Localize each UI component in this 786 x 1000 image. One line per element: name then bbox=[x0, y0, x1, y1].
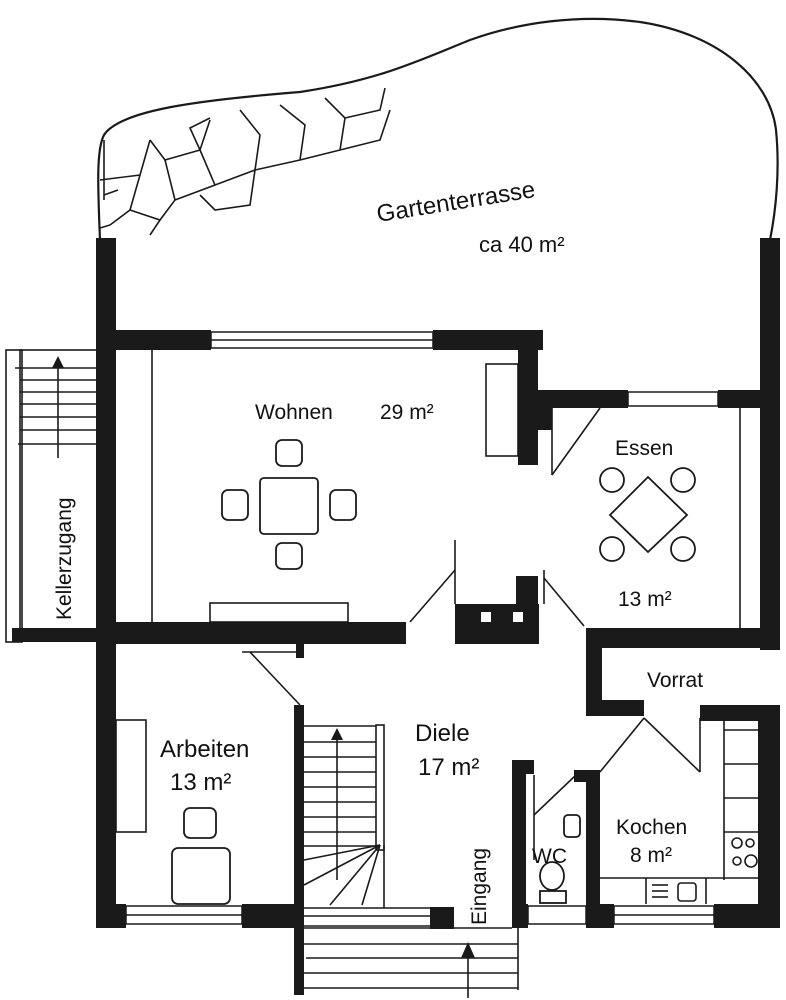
chair bbox=[329, 489, 357, 521]
shelf bbox=[115, 719, 147, 833]
living-room-area: 29 m² bbox=[380, 401, 434, 424]
sink bbox=[563, 814, 581, 838]
stove-burner bbox=[745, 838, 755, 848]
entrance-label: Eingang bbox=[468, 848, 491, 925]
door-swing bbox=[643, 717, 701, 773]
stair-arrow-icon bbox=[331, 728, 343, 740]
cellar-access-label: Kellerzugang bbox=[53, 497, 76, 620]
hall-area: 17 m² bbox=[418, 754, 479, 781]
study-furniture bbox=[115, 644, 304, 905]
stove-burner bbox=[731, 837, 743, 849]
stove-burner bbox=[744, 854, 758, 868]
main-stairs bbox=[303, 724, 450, 927]
garden-terrace-area: ca 40 m² bbox=[479, 232, 565, 257]
living-room-label: Wohnen bbox=[255, 401, 333, 424]
cellar-stairs bbox=[5, 349, 102, 643]
dining-room-label: Essen bbox=[615, 437, 673, 460]
chair bbox=[275, 439, 303, 467]
hall-label: Diele bbox=[415, 720, 470, 747]
garden-terrace bbox=[97, 17, 779, 241]
study-area: 13 m² bbox=[170, 769, 231, 796]
desk bbox=[171, 847, 231, 905]
living-furniture bbox=[151, 350, 585, 627]
door-swing bbox=[533, 774, 577, 816]
study-label: Arbeiten bbox=[160, 736, 249, 763]
door-swing bbox=[249, 651, 301, 706]
cabinet bbox=[485, 363, 519, 457]
chair bbox=[183, 807, 217, 839]
toilet-tank bbox=[539, 890, 567, 904]
sideboard bbox=[209, 602, 349, 623]
kitchen-fixtures bbox=[599, 717, 758, 904]
wc-label: WC bbox=[532, 845, 567, 868]
walls bbox=[96, 238, 780, 995]
chair bbox=[221, 489, 249, 521]
kitchen-label: Kochen bbox=[616, 816, 687, 839]
dining-table bbox=[608, 475, 689, 554]
entrance-steps bbox=[304, 927, 519, 998]
dining-table bbox=[259, 477, 319, 535]
chair bbox=[275, 542, 303, 570]
chair bbox=[599, 467, 625, 493]
terrace-outline bbox=[97, 17, 779, 241]
chair bbox=[599, 536, 625, 562]
dining-furniture bbox=[551, 407, 741, 628]
toilet bbox=[539, 861, 565, 891]
door-swing bbox=[409, 569, 456, 623]
stove-burner bbox=[732, 856, 742, 866]
stair-arrow-icon bbox=[52, 356, 64, 368]
wc-fixtures bbox=[533, 774, 581, 904]
stone-paving bbox=[99, 87, 391, 236]
entry-arrow-icon bbox=[461, 942, 475, 958]
door-swing bbox=[599, 717, 645, 773]
pantry-label: Vorrat bbox=[647, 669, 703, 692]
door-swing bbox=[551, 407, 601, 476]
dining-room-area: 13 m² bbox=[618, 588, 672, 611]
chair bbox=[670, 536, 696, 562]
kitchen-area: 8 m² bbox=[630, 844, 672, 867]
door-swing bbox=[543, 577, 585, 627]
garden-terrace-label: Gartenterrasse bbox=[375, 176, 537, 228]
chair bbox=[670, 467, 696, 493]
sink bbox=[677, 882, 697, 902]
